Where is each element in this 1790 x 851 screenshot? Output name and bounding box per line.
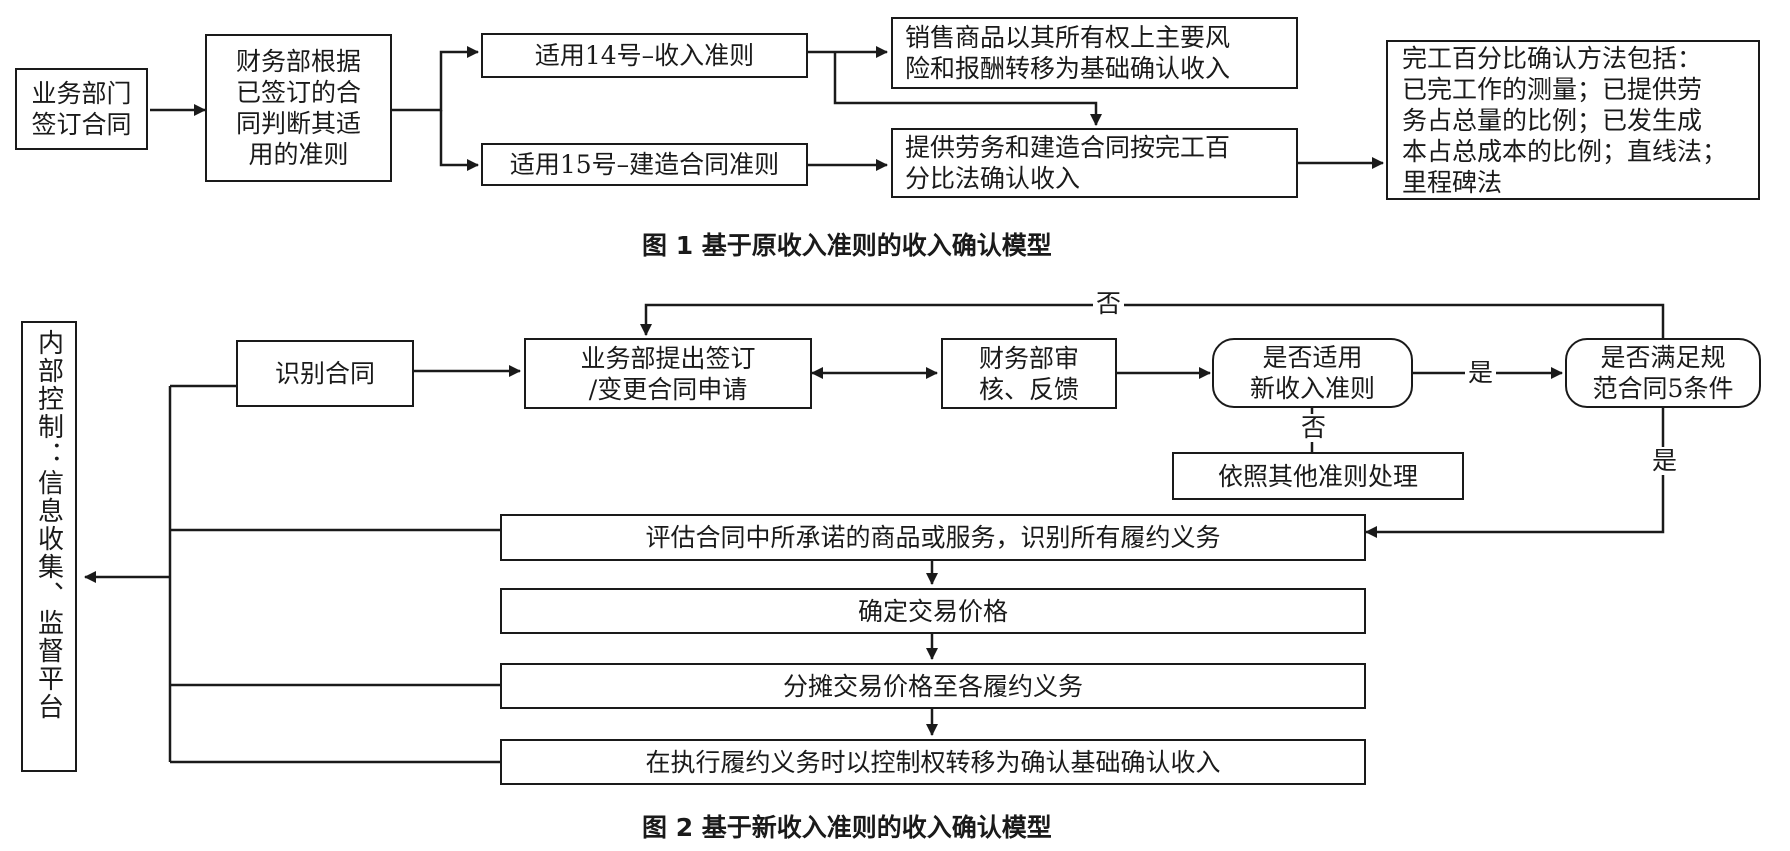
edge-finance-branch [392,46,479,112]
node-finance-judge: 财务部根据 已签订的合 同判断其适 用的准则 [205,34,392,182]
step-identify-obligations: 评估合同中所承诺的商品或服务，识别所有履约义务 [500,514,1366,561]
edge-finance-to-std15 [439,110,479,171]
node-dept-request: 业务部提出签订 /变更合同申请 [524,338,812,409]
node-std15: 适用15号–建造合同准则 [481,143,808,186]
node-std15-label: 适用15号–建造合同准则 [509,150,780,179]
node-goods-revenue: 销售商品以其所有权上主要风 险和报酬转移为基础确认收入 [891,17,1298,89]
edge-std14-to-service [833,52,1102,126]
node-internal-control: 内部控制：信息收集、监督平台 [21,321,77,772]
node-completion-methods-label: 完工百分比确认方法包括： 已完工作的测量；已提供劳 务占总量的比例；已发生成 本… [1402,43,1728,197]
node-completion-methods: 完工百分比确认方法包括： 已完工作的测量；已提供劳 务占总量的比例；已发生成 本… [1386,40,1760,200]
node-identify-contract-label: 识别合同 [274,359,375,388]
node-new-standard-question: 是否适用 新收入准则 [1212,338,1413,408]
node-goods-revenue-label: 销售商品以其所有权上主要风 险和报酬转移为基础确认收入 [905,23,1231,83]
step-identify-obligations-label: 评估合同中所承诺的商品或服务，识别所有履约义务 [645,523,1221,552]
step-determine-price-label: 确定交易价格 [857,596,1008,626]
node-service-revenue-label: 提供劳务和建造合同按完工百 分比法确认收入 [905,133,1231,193]
step-recognize-revenue-label: 在执行履约义务时以控制权转移为确认基础确认收入 [645,747,1221,777]
node-std14: 适用14号–收入准则 [481,33,808,78]
step-allocate-price: 分摊交易价格至各履约义务 [500,663,1366,709]
step-allocate-price-label: 分摊交易价格至各履约义务 [782,671,1083,701]
node-sign-contract-label: 业务部门 签订合同 [31,79,132,139]
node-identify-contract: 识别合同 [236,340,414,407]
node-other-standard: 依照其他准则处理 [1172,452,1464,500]
figure2-caption: 图 2 基于新收入准则的收入确认模型 [642,813,1052,842]
node-finance-judge-label: 财务部根据 已签订的合 同判断其适 用的准则 [235,47,361,169]
node-other-standard-label: 依照其他准则处理 [1217,461,1418,491]
node-dept-request-label: 业务部提出签订 /变更合同申请 [580,343,756,404]
edge-label-no-top: 否 [1093,290,1125,318]
figure1-caption: 图 1 基于原收入准则的收入确认模型 [642,231,1052,260]
node-std14-label: 适用14号–收入准则 [534,41,755,70]
edge-conditions-no-loop [640,303,1665,340]
node-finance-review-label: 财务部审 核、反馈 [978,343,1079,404]
node-five-conditions-question: 是否满足规 范合同5条件 [1565,338,1761,408]
step-determine-price: 确定交易价格 [500,588,1366,634]
edge-label-yes-right: 是 [1465,359,1497,387]
edge-label-yes-down: 是 [1649,447,1681,475]
node-internal-control-label: 内部控制：信息收集、监督平台 [33,329,64,721]
node-finance-review: 财务部审 核、反馈 [941,338,1117,409]
step-recognize-revenue: 在执行履约义务时以控制权转移为确认基础确认收入 [500,739,1366,785]
edge-label-no-down: 否 [1298,414,1330,442]
node-five-conditions-question-label: 是否满足规 范合同5条件 [1592,343,1734,403]
node-service-revenue: 提供劳务和建造合同按完工百 分比法确认收入 [891,128,1298,198]
node-new-standard-question-label: 是否适用 新收入准则 [1249,343,1375,403]
node-sign-contract: 业务部门 签订合同 [15,68,148,150]
